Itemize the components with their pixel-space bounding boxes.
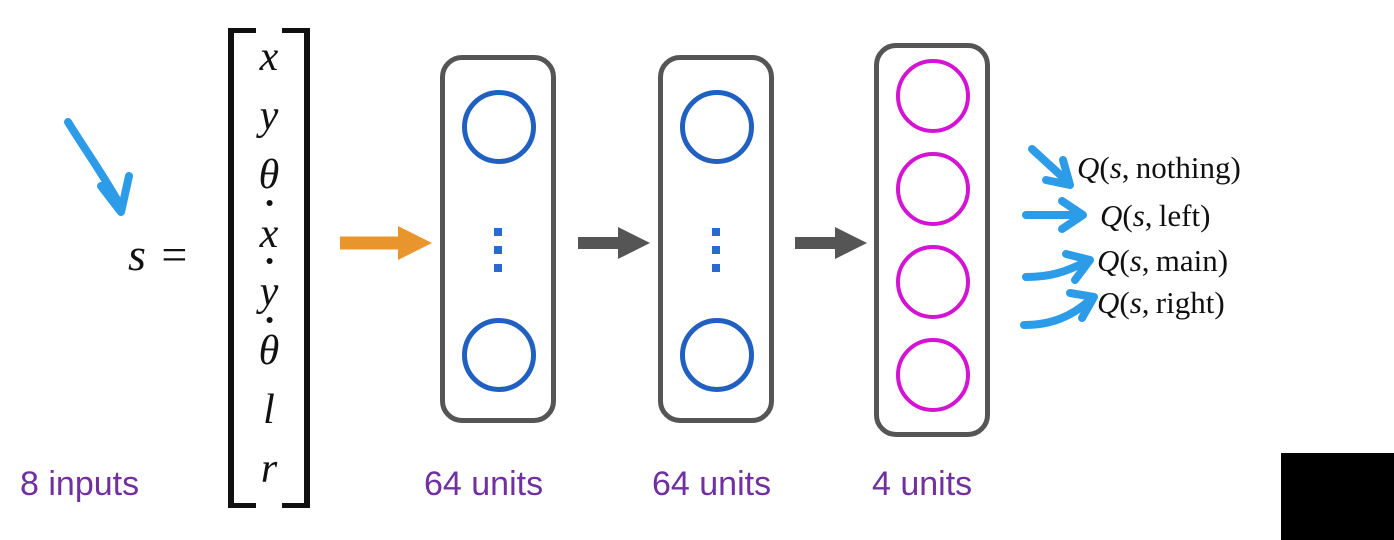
output-annotation-arrow-3 (1022, 250, 1094, 284)
neuron (680, 90, 754, 164)
vector-entry: θ (259, 317, 279, 372)
hidden2-to-output-arrow (795, 227, 867, 259)
derivative-dot-icon (266, 199, 273, 206)
neuron (896, 152, 970, 226)
layer-box-hidden-1 (440, 55, 556, 423)
neuron (896, 338, 970, 412)
neuron (462, 90, 536, 164)
output-annotation-arrow-2 (1022, 197, 1087, 233)
vertical-ellipsis-icon (712, 228, 720, 272)
bracket-right-icon (282, 28, 310, 508)
layer-box-hidden-2 (658, 55, 774, 423)
derivative-dot-icon (266, 317, 273, 324)
caption-output-layer: 4 units (872, 465, 973, 503)
state-pointer-arrow (64, 118, 133, 216)
state-symbol: s (128, 229, 148, 280)
caption-input-layer: 8 inputs (20, 465, 140, 503)
vector-entry: y (259, 93, 279, 140)
q-value-label-right: Q(s, right) (1097, 285, 1225, 320)
caption-hidden-layer-2: 64 units (652, 465, 772, 503)
vector-entry: l (263, 386, 275, 433)
neuron (680, 318, 754, 392)
black-corner-block (1281, 453, 1394, 540)
q-value-label-main: Q(s, main) (1097, 243, 1229, 278)
vector-entry: x (260, 199, 278, 255)
q-value-label-nothing: Q(s, nothing) (1077, 150, 1241, 185)
vector-entry: y (260, 258, 278, 313)
state-vector: x y θ x y θ l r (228, 14, 310, 508)
hidden1-to-hidden2-arrow (578, 227, 650, 259)
derivative-dot-icon (266, 258, 273, 265)
vector-entry: x (259, 34, 279, 81)
input-to-hidden1-arrow (340, 226, 432, 260)
vector-entry: θ (258, 151, 280, 198)
state-equation: s = (128, 228, 189, 281)
q-value-label-left: Q(s, left) (1100, 198, 1211, 233)
vertical-ellipsis-icon (494, 228, 502, 272)
layer-box-output (874, 43, 990, 437)
output-annotation-arrow-1 (1028, 145, 1074, 189)
neuron (896, 245, 970, 319)
vector-entry: r (260, 445, 278, 492)
output-annotation-arrow-4 (1020, 289, 1098, 329)
caption-hidden-layer-1: 64 units (424, 465, 544, 503)
neuron (896, 59, 970, 133)
equals-sign: = (161, 229, 190, 280)
bracket-left-icon (228, 28, 256, 508)
neuron (462, 318, 536, 392)
